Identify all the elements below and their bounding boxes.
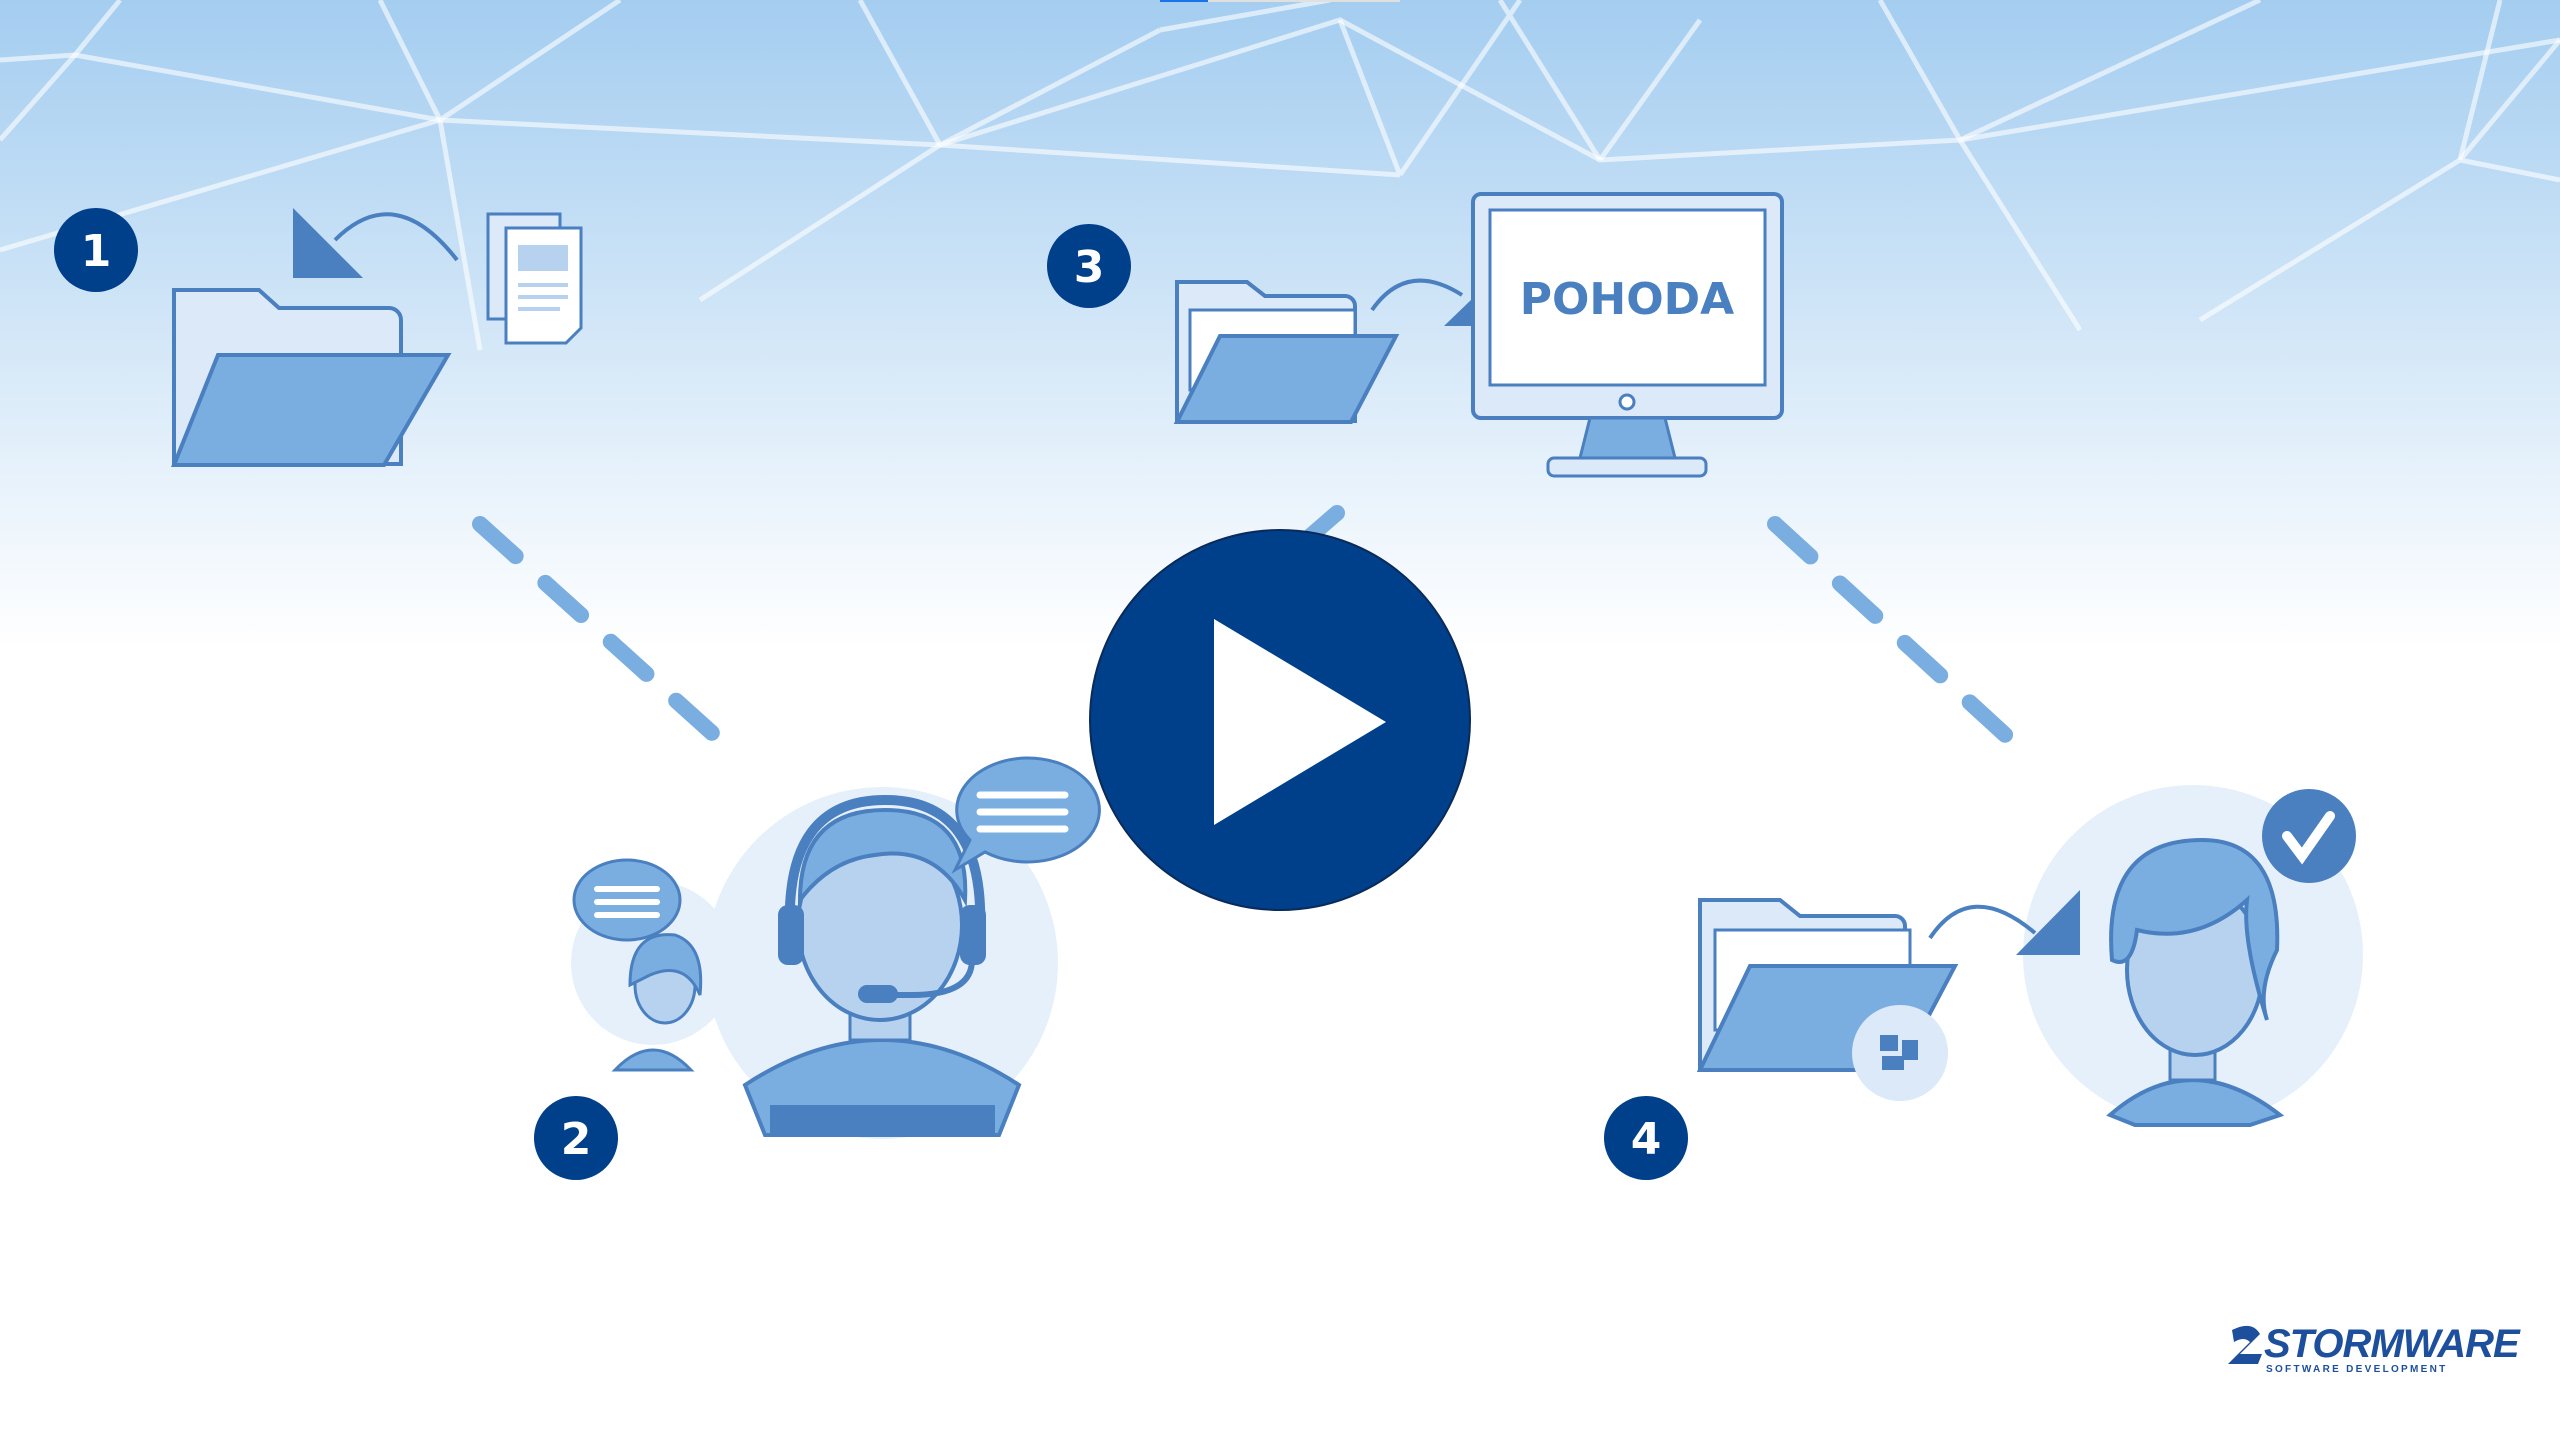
stormware-logo-icon bbox=[2228, 1325, 2262, 1364]
svg-text:4: 4 bbox=[1631, 1114, 1662, 1165]
svg-text:1: 1 bbox=[81, 226, 112, 277]
video-progress-bar[interactable] bbox=[1160, 0, 1400, 2]
small-speech-bubble-icon bbox=[572, 858, 682, 942]
network-lines-decoration bbox=[0, 0, 2560, 351]
speech-bubble-icon bbox=[951, 756, 1101, 874]
stormware-logo: STORMWARE SOFTWARE DEVELOPMENT bbox=[2224, 1322, 2520, 1378]
arrow-curve bbox=[1370, 278, 1464, 312]
monitor-icon: POHODA bbox=[1471, 192, 1784, 478]
arrow-curve bbox=[333, 212, 459, 262]
checkmark-badge-icon bbox=[2262, 789, 2356, 883]
video-progress-fill bbox=[1160, 0, 1208, 2]
connector-1-2 bbox=[472, 516, 730, 750]
recipient-avatar-icon bbox=[2106, 837, 2285, 1127]
logo-name: STORMWARE bbox=[2264, 1322, 2520, 1366]
svg-text:3: 3 bbox=[1074, 242, 1105, 293]
step-badge-2: 2 bbox=[534, 1096, 618, 1180]
customer-avatar-icon bbox=[611, 933, 703, 1072]
arrow-head-icon bbox=[2016, 890, 2080, 955]
support-agent-icon bbox=[742, 794, 1022, 1137]
documents-icon bbox=[486, 212, 583, 345]
archive-icon bbox=[1880, 1035, 1918, 1070]
step-3-folder-icon bbox=[1173, 280, 1400, 424]
step-badge-3: 3 bbox=[1047, 224, 1131, 308]
step-1-folder-icon bbox=[171, 288, 452, 467]
play-button[interactable] bbox=[1089, 529, 1471, 911]
play-icon bbox=[1214, 619, 1386, 825]
svg-text:2: 2 bbox=[561, 1114, 592, 1165]
arrow-head-icon bbox=[293, 208, 363, 278]
logo-tagline: SOFTWARE DEVELOPMENT bbox=[2266, 1364, 2448, 1375]
connector-3-4 bbox=[1767, 516, 2021, 750]
step-badge-4: 4 bbox=[1604, 1096, 1688, 1180]
step-4-folder-icon bbox=[1696, 898, 1959, 1101]
monitor-screen-text: POHODA bbox=[1520, 274, 1734, 325]
arrow-curve bbox=[1928, 904, 2037, 940]
step-badge-1: 1 bbox=[54, 208, 138, 292]
